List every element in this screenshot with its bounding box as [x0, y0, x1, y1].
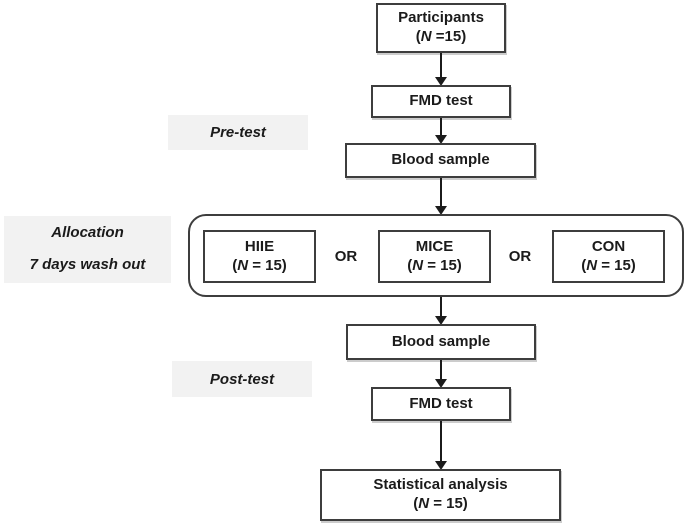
node-fmd-test-pre: FMD test — [371, 85, 511, 118]
arrow-blood-to-allocation — [435, 178, 447, 215]
node-title: FMD test — [409, 394, 473, 412]
allocation-group-container: HIIE (N = 15) OR MICE (N = 15) OR CON (N… — [188, 214, 684, 297]
node-sample-size: (N = 15) — [232, 256, 287, 274]
arrow-shaft — [440, 53, 442, 77]
node-title: HIIE — [244, 237, 275, 255]
arrow-head-icon — [435, 316, 447, 325]
arrow-fmd-to-blood — [435, 118, 447, 144]
node-sample-size: (N = 15) — [407, 256, 462, 274]
arrow-head-icon — [435, 461, 447, 470]
arrow-fmd-to-statistics — [435, 421, 447, 470]
arrow-head-icon — [435, 135, 447, 144]
node-title: FMD test — [409, 92, 473, 110]
node-blood-sample-pre: Blood sample — [345, 143, 536, 178]
node-title: Blood sample — [391, 332, 491, 350]
stage-label-text: Pre-test — [210, 124, 266, 141]
stage-label-pre-test: Pre-test — [168, 115, 308, 150]
node-title: CON — [591, 237, 626, 255]
node-statistical-analysis: Statistical analysis (N = 15) — [320, 469, 561, 521]
stage-label-allocation: Allocation 7 days wash out — [4, 216, 171, 283]
node-sample-size: (N = 15) — [581, 256, 636, 274]
arrow-shaft — [440, 297, 442, 316]
arrow-shaft — [440, 178, 442, 206]
arrow-participants-to-fmd — [435, 53, 447, 86]
or-label-2: OR — [508, 248, 532, 265]
node-mice: MICE (N = 15) — [378, 230, 491, 283]
node-blood-sample-post: Blood sample — [346, 324, 536, 360]
arrow-shaft — [440, 360, 442, 379]
node-title: MICE — [415, 237, 454, 255]
arrow-allocation-to-blood — [435, 297, 447, 325]
node-fmd-test-post: FMD test — [371, 387, 511, 421]
node-title: Participants — [398, 9, 484, 27]
allocation-line2: 7 days wash out — [29, 256, 146, 273]
or-label-1: OR — [334, 248, 358, 265]
arrow-head-icon — [435, 379, 447, 388]
arrow-head-icon — [435, 77, 447, 86]
node-sample-size: (N =15) — [415, 28, 467, 45]
arrow-head-icon — [435, 206, 447, 215]
node-participants: Participants (N =15) — [376, 3, 506, 53]
node-title: Statistical analysis — [373, 476, 508, 494]
node-hiie: HIIE (N = 15) — [203, 230, 316, 283]
arrow-shaft — [440, 421, 442, 461]
arrow-shaft — [440, 118, 442, 135]
stage-label-post-test: Post-test — [172, 361, 312, 397]
node-title: Blood sample — [391, 151, 490, 169]
node-sample-size: (N = 15) — [413, 495, 468, 512]
allocation-line1: Allocation — [51, 224, 124, 241]
arrow-blood-to-fmd — [435, 360, 447, 388]
stage-label-text: Post-test — [209, 370, 275, 388]
node-con: CON (N = 15) — [552, 230, 665, 283]
